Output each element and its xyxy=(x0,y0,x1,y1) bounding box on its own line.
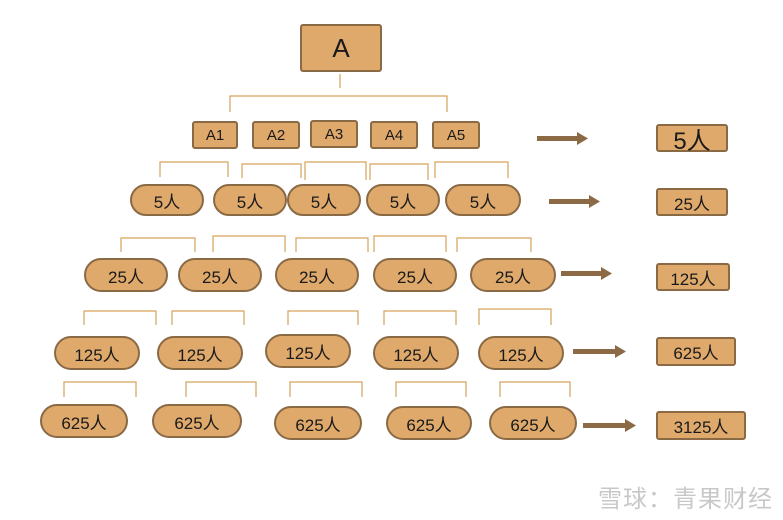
level5-node: 625人 xyxy=(386,406,472,440)
root-node: A xyxy=(300,24,382,72)
connector xyxy=(369,163,429,180)
level3-node: 25人 xyxy=(178,258,262,292)
level1-node: A2 xyxy=(252,121,300,149)
level1-node: A3 xyxy=(310,120,358,148)
result-box: 125人 xyxy=(656,263,730,291)
connector xyxy=(241,163,302,178)
level2-node: 5人 xyxy=(287,184,361,216)
level5-node: 625人 xyxy=(152,404,242,438)
level3-node: 25人 xyxy=(470,258,556,292)
level4-node: 125人 xyxy=(373,336,459,370)
level5-node: 625人 xyxy=(40,404,128,438)
connector xyxy=(373,235,447,252)
arrow-icon xyxy=(573,345,626,358)
connector xyxy=(63,381,137,397)
connector xyxy=(289,381,363,397)
connector xyxy=(456,237,532,252)
result-box: 25人 xyxy=(656,188,728,216)
level2-node: 5人 xyxy=(213,184,287,216)
level1-node: A5 xyxy=(432,121,480,149)
level3-node: 25人 xyxy=(373,258,457,292)
level3-node: 25人 xyxy=(84,258,168,292)
level4-node: 125人 xyxy=(157,336,243,370)
result-box: 625人 xyxy=(656,337,736,366)
level4-node: 125人 xyxy=(478,336,564,370)
connector xyxy=(295,237,369,252)
connector xyxy=(171,310,245,325)
connector xyxy=(395,381,467,397)
connector xyxy=(383,310,457,325)
connector xyxy=(229,74,448,112)
level4-node: 125人 xyxy=(54,336,140,370)
level2-node: 5人 xyxy=(366,184,440,216)
connector xyxy=(120,237,196,252)
arrow-icon xyxy=(583,419,636,432)
connector xyxy=(83,310,157,325)
result-box: 5人 xyxy=(656,124,728,155)
connector xyxy=(499,381,571,397)
connector xyxy=(287,310,359,325)
level1-node: A1 xyxy=(192,121,238,149)
connector xyxy=(478,308,552,325)
level5-node: 625人 xyxy=(274,406,362,440)
connector xyxy=(304,161,367,180)
watermark: 雪球：青果财经 xyxy=(598,486,773,513)
connector xyxy=(185,381,257,397)
arrow-icon xyxy=(561,267,612,280)
arrow-icon xyxy=(537,132,588,145)
connector xyxy=(434,161,509,178)
level2-node: 5人 xyxy=(130,184,204,216)
arrow-icon xyxy=(549,195,600,208)
level2-node: 5人 xyxy=(445,184,521,216)
connector xyxy=(212,235,286,252)
connector xyxy=(159,161,229,177)
level3-node: 25人 xyxy=(275,258,359,292)
level5-node: 625人 xyxy=(489,406,577,440)
level4-node: 125人 xyxy=(265,334,351,368)
result-box: 3125人 xyxy=(656,411,746,440)
level1-node: A4 xyxy=(370,121,418,149)
